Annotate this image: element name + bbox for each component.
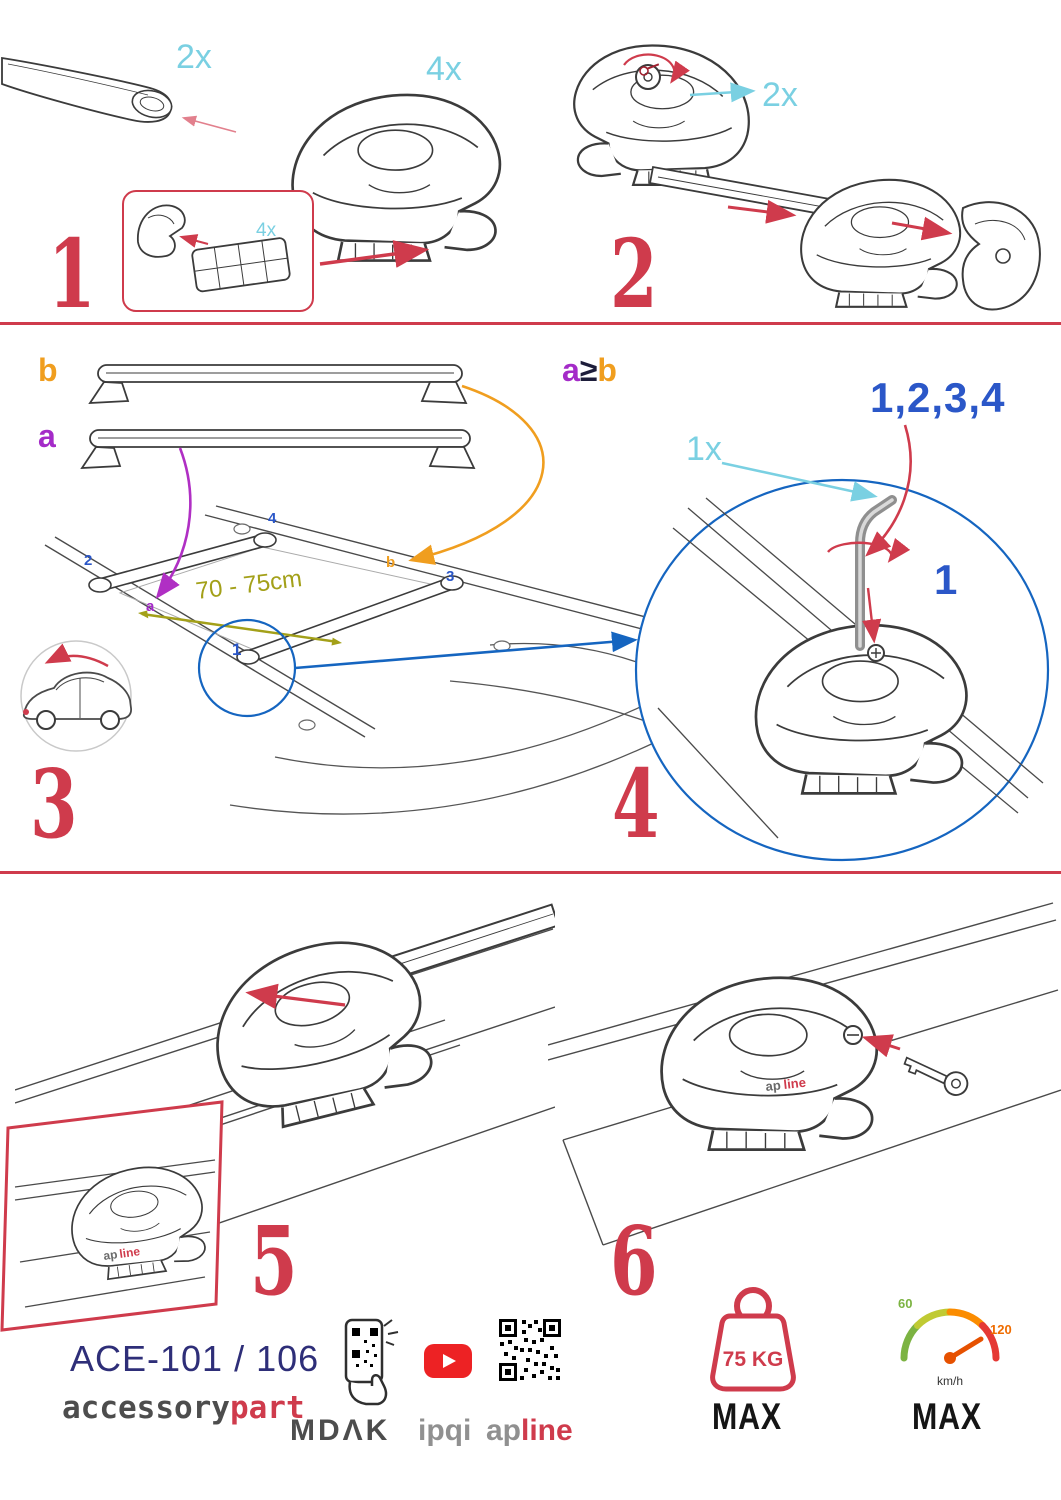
step2-number: 2 <box>610 219 658 330</box>
step6-number: 6 <box>610 1206 658 1317</box>
brand-accessory: accessory <box>62 1390 230 1426</box>
crossbar-end-piece <box>1 56 173 123</box>
brand-mdak: MDΛK <box>290 1414 391 1447</box>
crossbar-a <box>80 429 476 469</box>
brand-line: line <box>521 1414 573 1447</box>
mini-key-icon <box>639 63 660 76</box>
foot1-highlight-circle <box>197 618 297 718</box>
cond-b: b <box>597 352 617 388</box>
cover-attach-arrow <box>891 216 953 241</box>
foot-brand-ap: ap <box>765 1077 782 1094</box>
foot-brand-line: line <box>783 1075 807 1092</box>
gauge-needle <box>947 1336 984 1361</box>
cond-a: a <box>562 352 580 388</box>
roof-pos-1: 1 <box>232 640 242 659</box>
bar-a-label: a <box>38 418 56 454</box>
brand-ap: ap <box>486 1414 522 1447</box>
rail-mount-pads <box>233 523 511 731</box>
speed-low-label: 60 <box>898 1296 912 1311</box>
bar-insert-arrow <box>727 199 797 224</box>
step1-pad-inset <box>122 190 314 312</box>
pad-inset-drawing <box>137 204 291 293</box>
qr-finder-patterns <box>499 1319 561 1381</box>
weight-value: 75 KG <box>723 1348 784 1371</box>
bolt-head <box>867 644 885 662</box>
step5-illustration <box>15 903 555 1280</box>
car-silhouette <box>22 671 132 730</box>
speed-high-label: 120 <box>990 1322 1012 1337</box>
step1-foot-qty: 4x <box>426 50 462 88</box>
rubber-pad <box>191 237 291 293</box>
roof-pos-b: b <box>386 554 396 571</box>
section-divider-2 <box>0 871 1061 874</box>
car-direction-inset <box>20 640 132 752</box>
step1-bar-qty: 2x <box>176 38 212 76</box>
roof-pos-a: a <box>146 598 155 615</box>
foot-brand-line: line <box>118 1244 141 1261</box>
speed-unit-label: km/h <box>937 1374 963 1388</box>
brand-accessorypart: accessorypart <box>62 1390 305 1426</box>
step1-illustration <box>1 56 502 268</box>
end-cover-piece <box>961 201 1041 311</box>
model-code: ACE-101 / 106 <box>70 1338 320 1379</box>
slide-in-arrow <box>245 983 346 1010</box>
roof-rack-foot <box>291 93 502 262</box>
gauge-arc <box>900 1308 1000 1362</box>
key-insert-arrow <box>861 1034 901 1058</box>
forward-direction-arrow <box>44 643 109 668</box>
first-position: 1 <box>934 556 958 603</box>
foot-brand-ap: ap <box>102 1247 118 1263</box>
step6-illustration: ap line <box>548 902 1061 1246</box>
phone-qr-pattern <box>352 1328 378 1367</box>
step1-number: 1 <box>48 219 96 330</box>
pad-to-foot-arrow <box>319 240 430 268</box>
bar-b-label: b <box>38 352 58 388</box>
step4-detail <box>634 478 1050 862</box>
gauge-hub <box>944 1352 956 1364</box>
brand-apline: apline <box>486 1414 573 1448</box>
step3-number: 3 <box>30 749 78 860</box>
lock-hole <box>843 1025 863 1045</box>
lock-key-icon <box>899 1053 972 1100</box>
speedometer-icon: 60 120 km/h <box>898 1296 1012 1388</box>
step5-inset: ap line <box>0 1100 224 1332</box>
cond-op: ≥ <box>579 352 598 388</box>
pad-insert-arrow <box>179 234 209 248</box>
roof-pos-4: 4 <box>268 510 277 527</box>
hand-shape <box>348 1374 388 1406</box>
lock-qty-arrow <box>689 82 756 103</box>
step4-tool-qty: 1x <box>686 430 722 468</box>
weight-max-label: MAX <box>712 1396 782 1437</box>
lock-cylinder <box>623 53 690 90</box>
step2-lock-qty: 2x <box>762 76 798 114</box>
bar-pointer-arrow <box>181 115 237 133</box>
crossbar-b <box>88 364 468 404</box>
section-divider-1 <box>0 322 1061 325</box>
speed-max-label: MAX <box>912 1396 982 1437</box>
crossbars-illustration <box>80 364 476 469</box>
roof-pos-2: 2 <box>84 552 93 569</box>
bolt-arrow <box>862 587 882 644</box>
brand-part: part <box>229 1390 305 1426</box>
brand-ipqi: ipqi <box>418 1414 472 1447</box>
roof-rack-foot-top <box>573 44 750 187</box>
step5-number: 5 <box>250 1206 298 1317</box>
step1-pad-qty: 4x <box>256 220 277 241</box>
tightening-order: 1,2,3,4 <box>870 374 1006 421</box>
roof-pos-3: 3 <box>446 568 455 585</box>
scan-sparkle-lines <box>383 1319 399 1346</box>
qr-code <box>499 1319 561 1381</box>
length-condition: a≥b <box>562 352 617 389</box>
phone-qr-scan-icon <box>344 1318 399 1406</box>
qr-modules <box>500 1320 560 1380</box>
lock-rotation-arrow <box>623 53 690 84</box>
step4-number: 4 <box>612 749 660 860</box>
max-weight-icon: 75 KG <box>710 1287 796 1392</box>
step2-illustration <box>573 44 1041 311</box>
youtube-icon <box>424 1344 472 1378</box>
clamp-jaw <box>137 204 186 258</box>
